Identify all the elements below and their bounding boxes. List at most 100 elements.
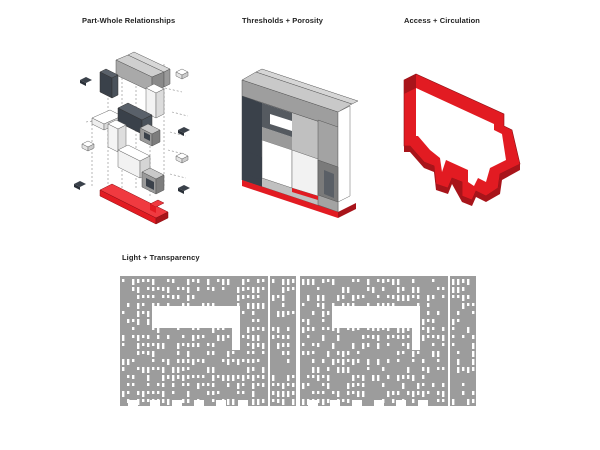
window-opening (257, 335, 260, 341)
window-opening (292, 311, 295, 314)
window-opening (227, 399, 230, 405)
window-opening (442, 383, 445, 387)
window-opening (282, 383, 285, 389)
window-opening (167, 295, 170, 298)
window-opening (237, 287, 240, 293)
window-opening (327, 327, 330, 330)
window-opening (382, 303, 385, 307)
window-opening (302, 303, 305, 306)
window-opening (367, 287, 370, 291)
window-opening (322, 383, 325, 386)
window-opening (312, 391, 315, 394)
window-opening (167, 303, 170, 306)
window-opening (392, 303, 395, 306)
window-opening (472, 351, 475, 357)
window-opening (222, 279, 225, 285)
caption-thresholds-porosity: Thresholds + Porosity (242, 16, 324, 25)
window-opening (162, 287, 165, 291)
window-opening (197, 279, 200, 283)
window-opening (187, 367, 190, 370)
window-opening (412, 287, 415, 293)
window-opening (387, 335, 390, 339)
window-opening (462, 287, 465, 291)
window-opening (182, 343, 185, 346)
window-opening (312, 343, 315, 346)
window-opening (252, 383, 255, 389)
window-opening (127, 383, 130, 386)
window-opening (212, 343, 215, 347)
caption-light-transparency: Light + Transparency (122, 253, 200, 262)
window-opening (237, 391, 240, 394)
window-opening (252, 295, 255, 299)
window-opening (242, 383, 245, 386)
window-opening (422, 359, 425, 363)
gray-cube-lower (141, 167, 165, 195)
window-opening (442, 295, 445, 298)
window-opening (277, 399, 280, 403)
window-opening (242, 287, 245, 291)
window-opening (282, 287, 285, 293)
window-opening (142, 279, 145, 282)
window-opening (247, 343, 250, 346)
large-void-opening (152, 306, 232, 328)
window-opening (222, 287, 225, 290)
window-opening (147, 335, 150, 339)
window-opening (417, 391, 420, 395)
window-opening (347, 303, 350, 306)
window-opening (312, 367, 315, 373)
window-opening (157, 383, 160, 386)
window-opening (357, 295, 360, 299)
window-opening (287, 287, 290, 291)
window-opening (262, 351, 265, 354)
window-opening (452, 343, 455, 346)
window-opening (342, 399, 345, 402)
window-opening (172, 367, 175, 373)
window-opening (262, 279, 265, 282)
window-opening (357, 383, 360, 386)
window-opening (192, 295, 195, 299)
window-opening (422, 319, 425, 325)
window-opening (122, 359, 125, 365)
window-opening (372, 375, 375, 381)
window-opening (197, 375, 200, 378)
window-opening (437, 367, 440, 370)
window-opening (192, 327, 195, 330)
window-opening (177, 287, 180, 290)
window-opening (252, 343, 255, 349)
window-opening (167, 279, 170, 282)
window-opening (142, 335, 145, 338)
window-opening (222, 359, 225, 362)
window-opening (182, 359, 185, 363)
window-opening (182, 383, 185, 386)
window-opening (262, 303, 265, 309)
window-opening (402, 383, 405, 389)
window-opening (337, 367, 340, 373)
window-opening (312, 327, 315, 331)
window-opening (152, 295, 155, 298)
window-opening (467, 295, 470, 299)
window-opening (287, 279, 290, 285)
window-opening (172, 279, 175, 283)
window-opening (202, 303, 205, 307)
window-opening (222, 375, 225, 381)
window-opening (122, 335, 125, 341)
window-opening (322, 295, 325, 301)
window-opening (237, 383, 240, 389)
small-white-cubes (81, 68, 189, 164)
window-opening (247, 351, 250, 354)
window-opening (417, 287, 420, 293)
window-opening (462, 335, 465, 338)
window-opening (142, 303, 145, 306)
window-opening (127, 359, 130, 365)
vertical-void-opening (232, 306, 240, 350)
window-opening (302, 343, 305, 346)
window-opening (162, 367, 165, 373)
window-opening (157, 391, 160, 394)
window-opening (122, 311, 125, 314)
window-opening (332, 327, 335, 331)
window-opening (302, 279, 305, 285)
window-opening (437, 359, 440, 362)
window-opening (407, 367, 410, 373)
window-opening (417, 295, 420, 299)
window-opening (147, 319, 150, 325)
